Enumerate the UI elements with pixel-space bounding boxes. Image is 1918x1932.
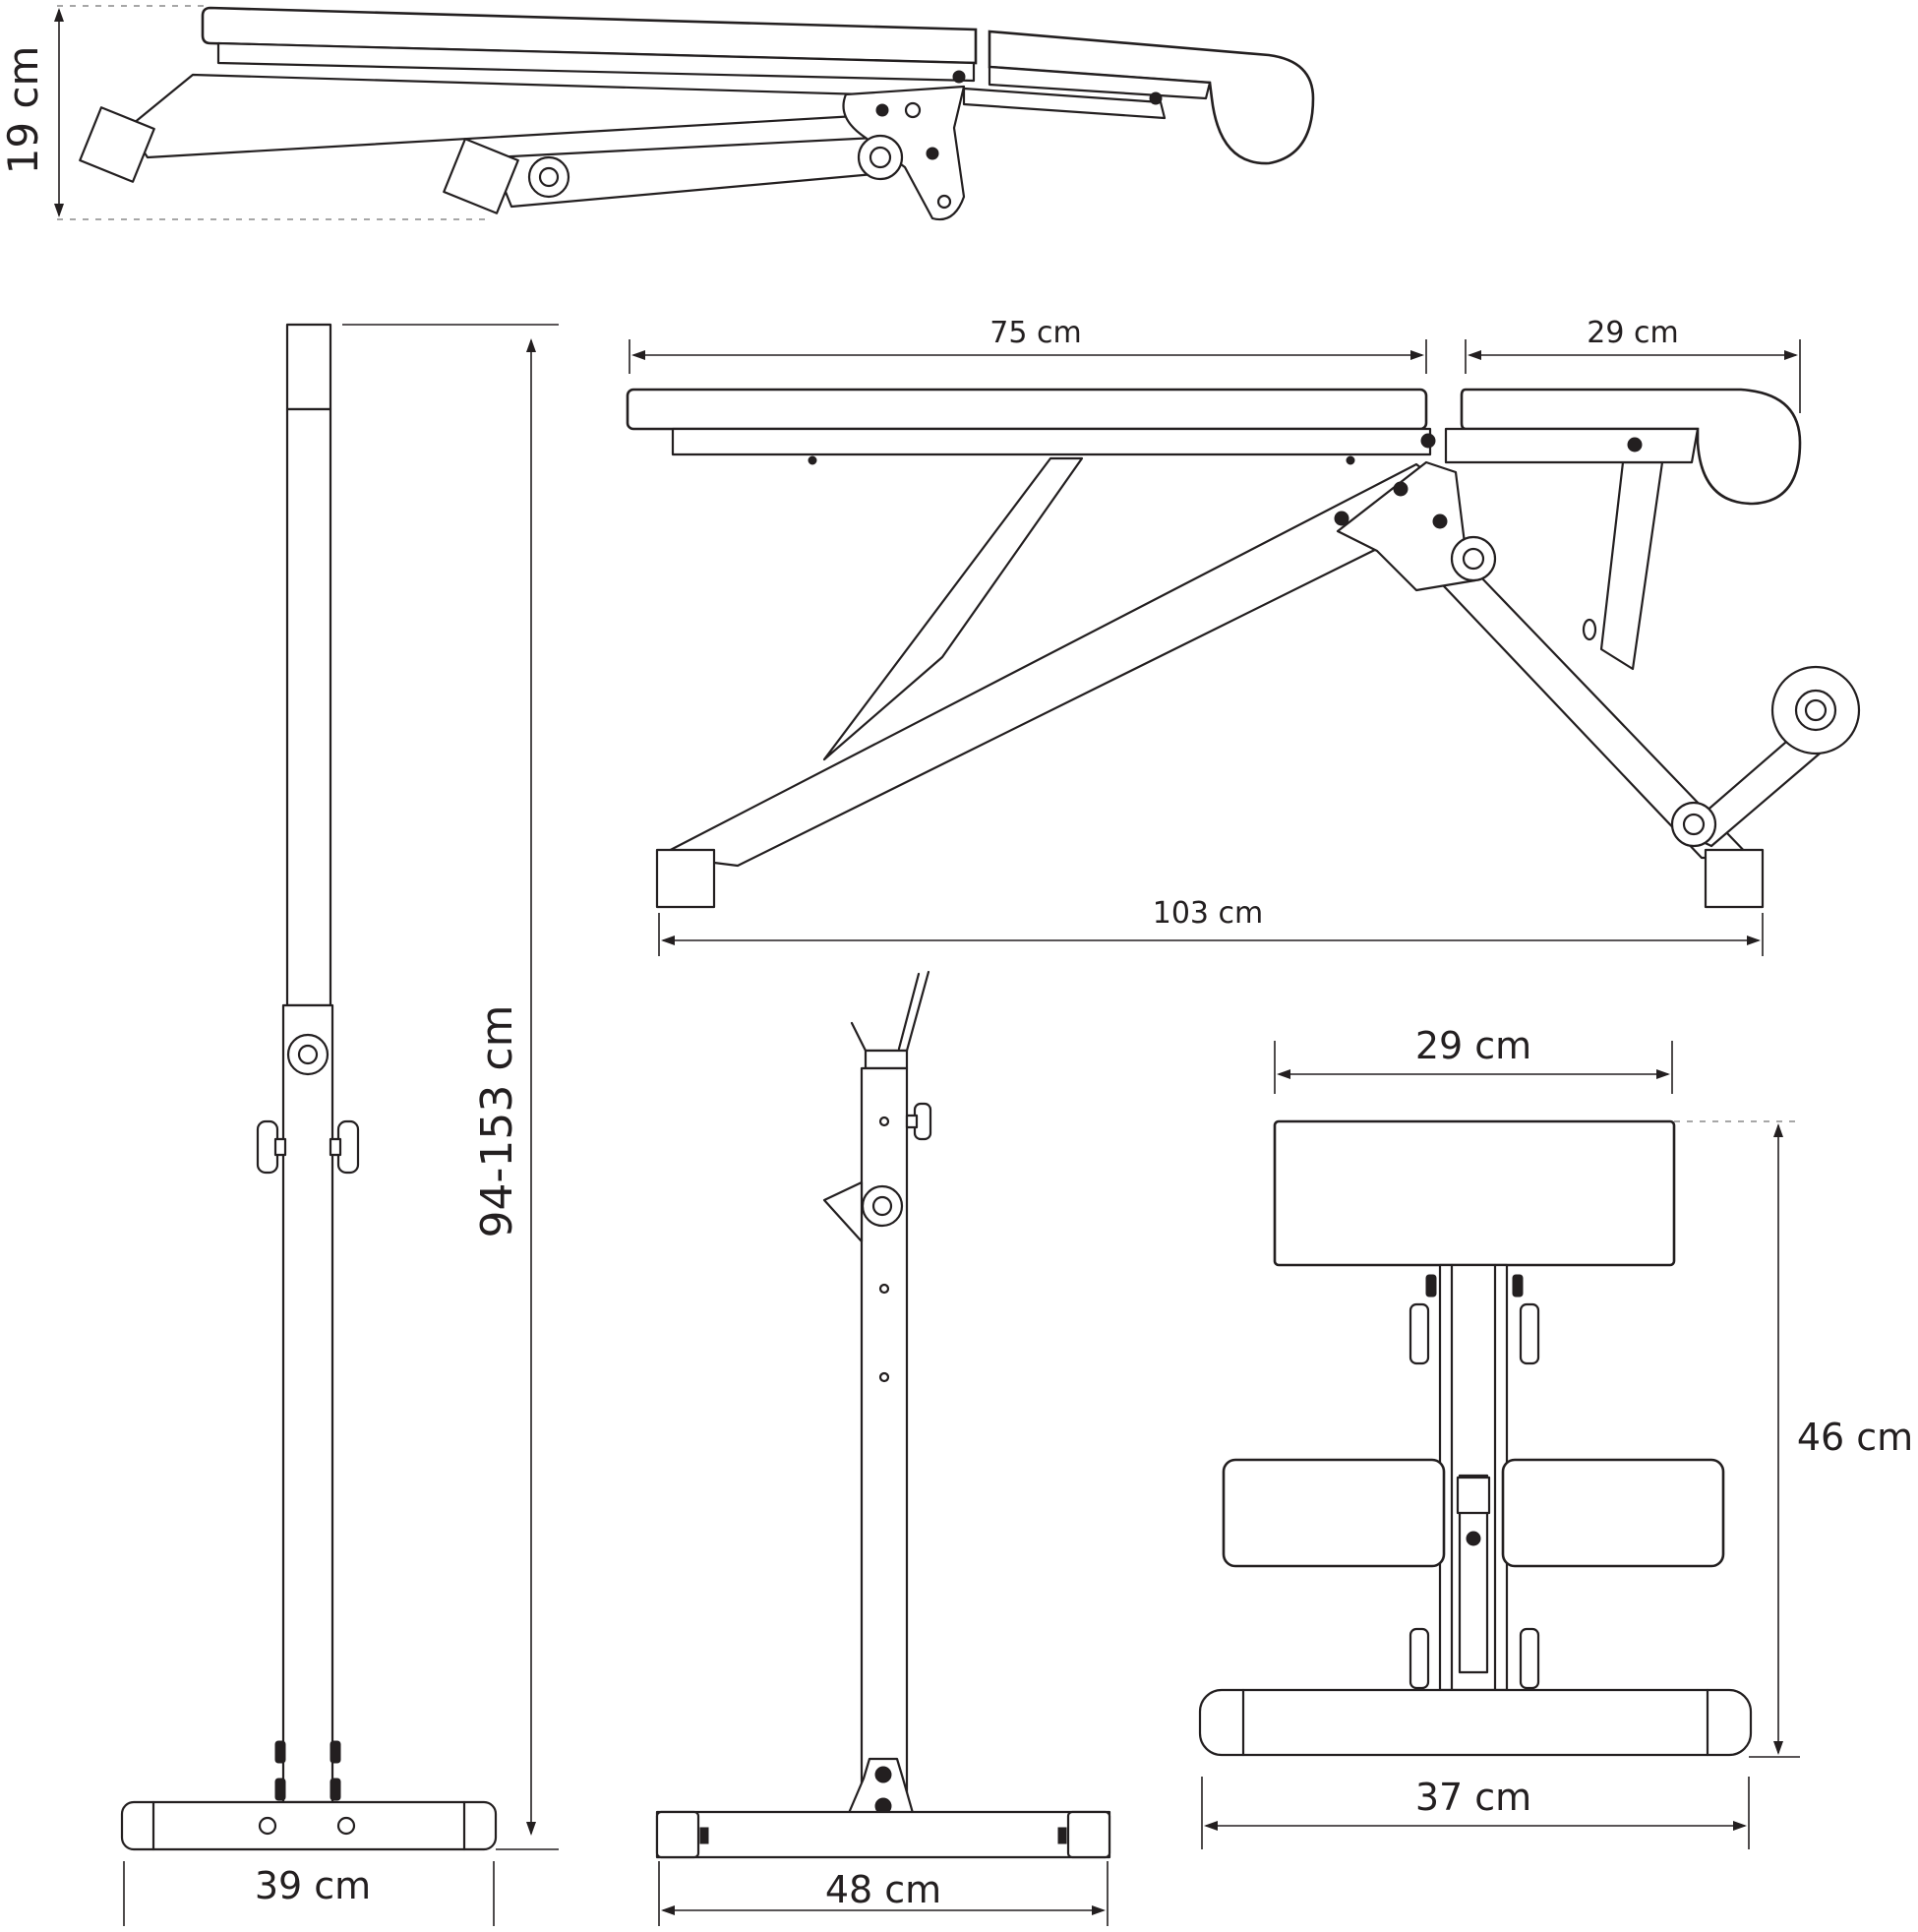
folded-back-arm [962, 87, 1167, 120]
side-rear-strut [822, 456, 1084, 761]
front-pad-label: 29 cm [1415, 1024, 1531, 1067]
rear-column [860, 1066, 909, 1798]
side-rivet [1346, 455, 1355, 465]
rear-top-collar [864, 1049, 909, 1070]
rear-knob-hub [871, 1195, 893, 1217]
side-hinge-hub [1462, 547, 1485, 571]
side-base-label: 39 cm [255, 1864, 371, 1907]
side-back-board [1444, 427, 1700, 464]
rear-base-bolt [1057, 1827, 1067, 1844]
front-roller-right [1501, 1458, 1725, 1568]
folded-foot-cap-left [79, 106, 155, 183]
side-front-foot [1704, 848, 1765, 909]
side-front-hub [1682, 813, 1706, 836]
side-bolt [1627, 437, 1643, 453]
upright-top-cap [285, 323, 332, 411]
front-bolt [1425, 1274, 1437, 1298]
upright-side-stem-left [273, 1137, 287, 1157]
rear-column-hole [878, 1371, 890, 1383]
upright-base-bolt [330, 1778, 341, 1801]
total-length-label: 103 cm [1153, 896, 1264, 931]
folded-hinge-hub [869, 146, 892, 169]
side-bolt [1420, 433, 1436, 449]
rear-base-label: 48 cm [825, 1868, 941, 1911]
upright-base-tube [120, 1800, 498, 1851]
folded-foot-cap-right [443, 138, 519, 214]
side-seat-board [671, 427, 1432, 456]
folded-bolt [904, 101, 922, 119]
side-foot-roller-hub [1804, 698, 1828, 722]
folded-bolt [926, 147, 939, 160]
side-main-tube [657, 462, 1454, 868]
folded-seat-pad [201, 6, 978, 65]
upright-side-stem-right [329, 1137, 342, 1157]
side-bolt [1432, 513, 1448, 529]
rear-column-hole [878, 1116, 890, 1127]
rear-view: 48 cm [655, 970, 1111, 1926]
folded-upper-tube [126, 73, 868, 159]
rear-base-bolt [699, 1827, 709, 1844]
folded-hinge-plate [842, 85, 966, 221]
front-knob-right-lower [1519, 1627, 1540, 1690]
rear-base-cap-left [655, 1810, 700, 1859]
front-roller-bracket [1456, 1476, 1491, 1515]
rear-base-bolt [874, 1766, 892, 1783]
front-knob-left-lower [1409, 1627, 1430, 1690]
side-rear-foot [655, 848, 716, 909]
side-back-pad [1460, 388, 1802, 506]
front-knob-right-upper [1519, 1302, 1540, 1365]
upright-base-hole [258, 1816, 277, 1836]
upright-base-bolt [274, 1740, 286, 1764]
front-knob-left-upper [1409, 1302, 1430, 1365]
upright-base-bolt [274, 1778, 286, 1801]
upright-knob-hub [297, 1044, 319, 1065]
side-seat-pad [626, 388, 1428, 431]
front-view: 29 cm 46 cm 37 cm [1198, 1024, 1913, 1849]
front-height-label: 46 cm [1797, 1416, 1913, 1459]
rear-top-wing [850, 970, 930, 1053]
folded-pivot-hub [538, 166, 560, 188]
upright-base-bolt [330, 1740, 341, 1764]
upright-base-hole [336, 1816, 356, 1836]
folded-hole [936, 194, 952, 210]
front-bolt [1512, 1274, 1524, 1298]
side-back-link [1599, 460, 1664, 671]
folded-bolt [1149, 91, 1163, 105]
rear-base-tube [655, 1810, 1111, 1859]
folded-back-pad [988, 30, 1315, 165]
folded-bench-view: 19 cm [0, 5, 1315, 221]
folded-seat-board [216, 41, 976, 83]
folded-height-label: 19 cm [0, 46, 47, 175]
side-adjust-slot [1582, 618, 1597, 641]
rear-column-hole [878, 1283, 890, 1295]
folded-bolt [875, 103, 889, 117]
upright-view: 94-153 cm 39 cm [120, 323, 559, 1926]
front-seat-pad [1273, 1119, 1676, 1267]
rear-base-cap-right [1066, 1810, 1111, 1859]
front-base-tube [1198, 1688, 1753, 1757]
seat-length-label: 75 cm [989, 316, 1081, 350]
folded-back-board [988, 65, 1212, 100]
upright-outer-tube [281, 1003, 334, 1804]
height-range-label: 94-153 cm [472, 1005, 522, 1238]
side-view: 75 cm 29 cm [626, 316, 1861, 956]
side-rivet [808, 455, 817, 465]
side-bolt [1393, 481, 1409, 497]
front-base-label: 37 cm [1415, 1776, 1531, 1819]
back-length-label: 29 cm [1587, 316, 1678, 350]
rear-side-stem [905, 1114, 919, 1129]
upright-inner-tube [285, 407, 332, 1007]
folded-bolt [952, 70, 966, 84]
rear-lever [822, 1180, 864, 1243]
front-roller-bolt [1466, 1531, 1481, 1546]
side-bolt [1334, 511, 1349, 526]
front-roller-left [1222, 1458, 1446, 1568]
